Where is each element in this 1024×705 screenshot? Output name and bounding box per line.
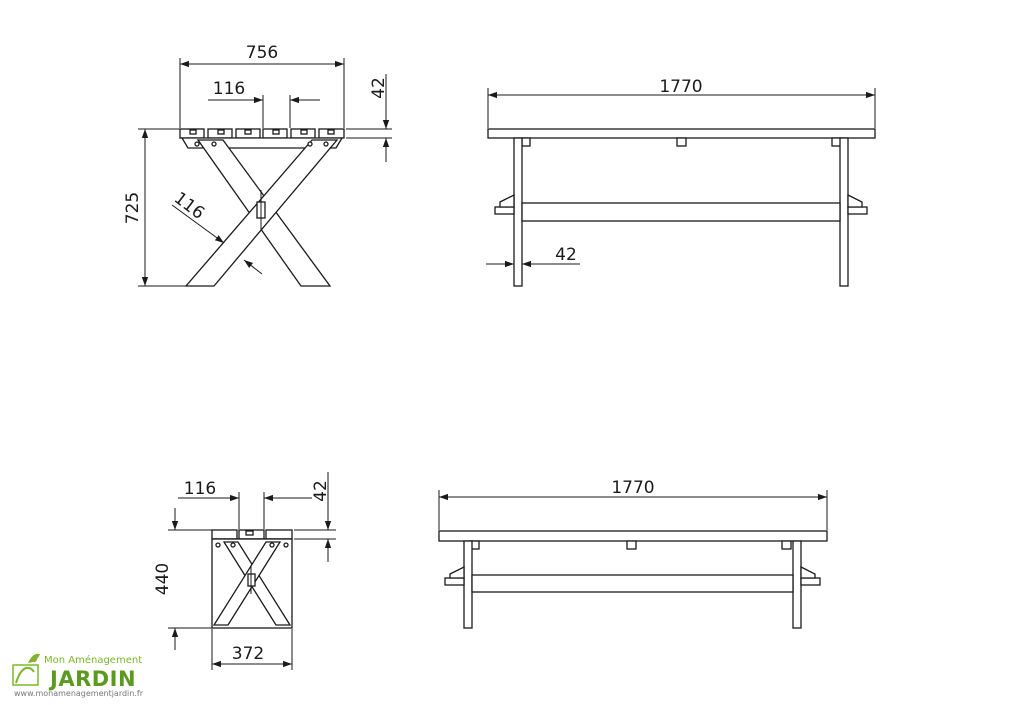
bench-leg-right (212, 541, 282, 626)
bench-top-slat-right (265, 529, 293, 540)
table-front-leg-right (839, 137, 849, 287)
leaf-icon (12, 653, 40, 686)
table-side-view: 756 116 42 725 116 (123, 43, 392, 287)
table-leg-thickness-label: 42 (555, 245, 577, 265)
bench-leg-left (222, 541, 292, 626)
table-slat-width-label: 116 (213, 79, 245, 99)
brand-logo: Mon Aménagement JARDIN www.monamenagemen… (12, 653, 144, 698)
table-leg-width-label: 116 (170, 188, 208, 224)
table-width-label: 756 (246, 43, 278, 63)
bench-top-thickness-label: 42 (311, 480, 331, 502)
logo-brand: JARDIN (48, 667, 136, 691)
bench-width-label: 372 (232, 644, 264, 664)
table-front-top (487, 128, 876, 139)
table-front-stretcher (521, 202, 841, 222)
table-front-view: 1770 42 (486, 77, 876, 287)
bench-side-view: 116 42 440 372 (153, 472, 336, 670)
table-top-thickness-label: 42 (369, 77, 389, 99)
bench-slat-width-label: 116 (184, 479, 216, 499)
bench-top-slat-left (211, 529, 238, 540)
bench-front-leg-left (463, 540, 473, 629)
bench-front-top (438, 530, 828, 542)
logo-url: www.monamenagementjardin.fr (14, 689, 144, 698)
table-height-label: 725 (123, 192, 143, 224)
bench-front-view: 1770 (438, 478, 828, 629)
bench-height-label: 440 (153, 563, 173, 595)
table-top-slats (179, 128, 345, 139)
bench-length-label: 1770 (611, 478, 654, 498)
bench-front-stretcher (471, 574, 794, 593)
logo-tagline: Mon Aménagement (44, 654, 142, 666)
bench-front-leg-right (792, 540, 802, 629)
table-length-label: 1770 (659, 77, 702, 97)
table-front-leg-left (513, 137, 523, 287)
